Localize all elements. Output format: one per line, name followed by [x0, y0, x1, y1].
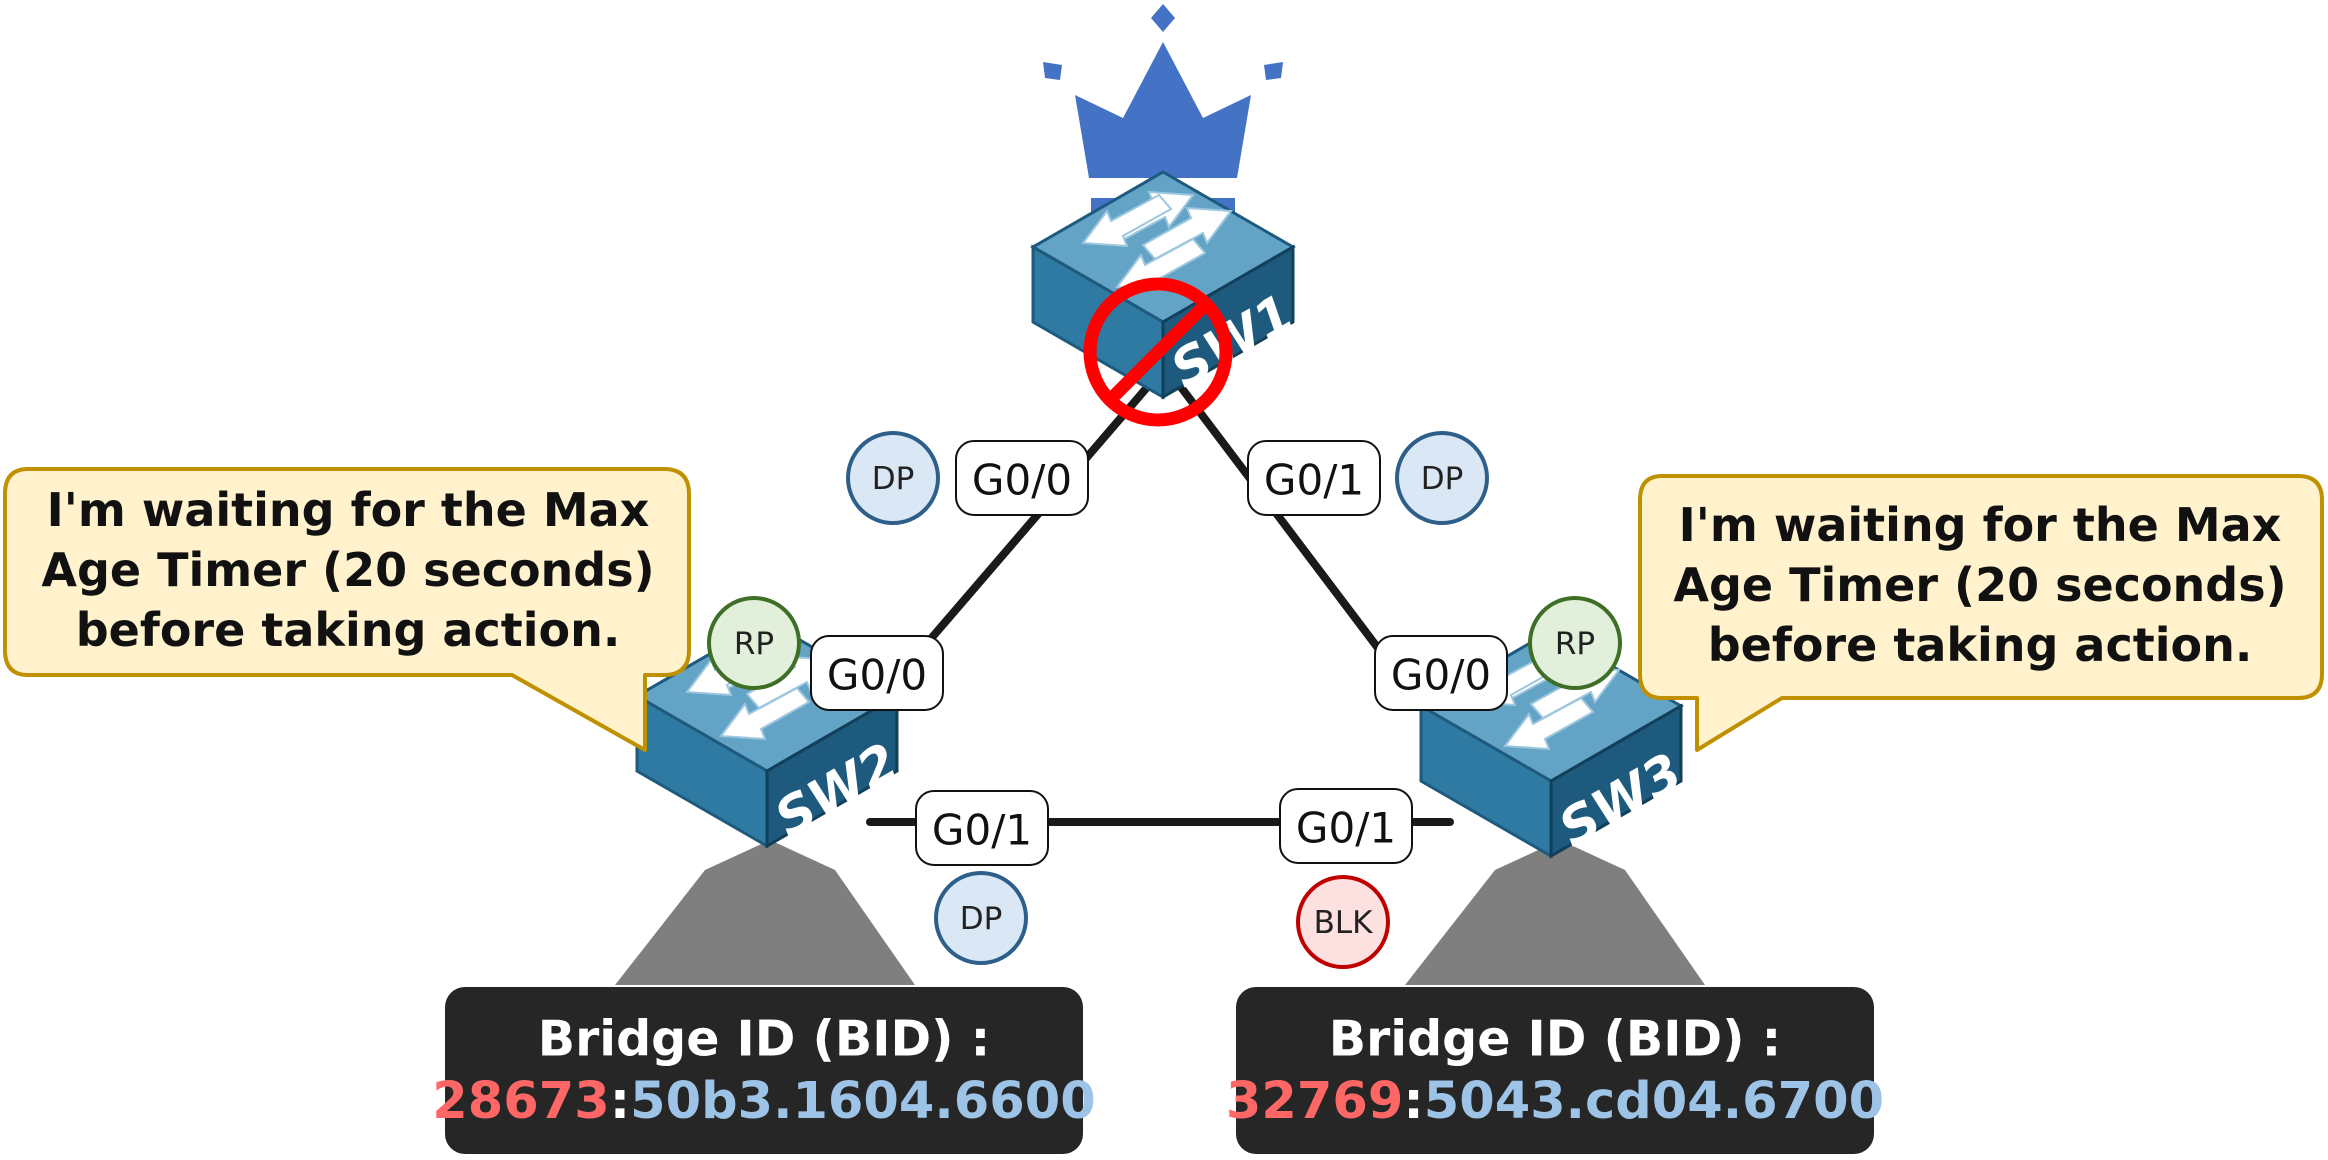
- port-label: G0/0: [827, 651, 927, 700]
- role-label: DP: [1421, 461, 1464, 497]
- bid-box-sw2: Bridge ID (BID) :28673:50b3.1604.6600: [432, 987, 1096, 1154]
- role-badge-sw3-g01: BLK: [1296, 875, 1390, 969]
- port-sw1-g00[interactable]: G0/0: [955, 440, 1089, 516]
- role-label: BLK: [1314, 905, 1374, 941]
- sw3-shadow: [1405, 840, 1705, 985]
- bid-value: 28673:50b3.1604.6600: [432, 1072, 1095, 1131]
- port-sw2-g00[interactable]: G0/0: [810, 635, 944, 711]
- port-label: G0/1: [1296, 804, 1396, 853]
- port-label: G0/1: [1264, 456, 1364, 505]
- sw2-shadow: [615, 840, 915, 985]
- role-label: RP: [734, 626, 774, 662]
- bid-title: Bridge ID (BID) :: [538, 1011, 990, 1068]
- crown-jewel: [1151, 4, 1175, 32]
- bid-title: Bridge ID (BID) :: [1329, 1011, 1781, 1068]
- bubble-line-1: I'm waiting for the Max: [47, 483, 650, 537]
- port-label: G0/0: [1391, 651, 1491, 700]
- bid-separator: :: [610, 1072, 630, 1131]
- bubble-line-3: before taking action.: [76, 603, 621, 657]
- switch-right-face: [765, 693, 899, 849]
- role-badge-sw1-g01: DP: [1395, 431, 1489, 525]
- switch-right-face: [1161, 244, 1295, 400]
- port-sw3-g00[interactable]: G0/0: [1374, 635, 1508, 711]
- role-label: DP: [872, 461, 915, 497]
- role-label: DP: [960, 901, 1003, 937]
- bid-separator: :: [1403, 1072, 1423, 1131]
- bid-value: 32769:5043.cd04.6700: [1226, 1072, 1884, 1131]
- role-label: RP: [1555, 626, 1595, 662]
- role-badge-sw2-g00: RP: [707, 596, 801, 690]
- bid-priority: 32769: [1226, 1072, 1403, 1131]
- port-sw3-g01[interactable]: G0/1: [1279, 788, 1413, 864]
- role-badge-sw1-g00: DP: [846, 431, 940, 525]
- port-sw2-g01[interactable]: G0/1: [915, 790, 1049, 866]
- switch-arrows-icon: [1081, 190, 1233, 292]
- prohibited-icon: [1083, 277, 1233, 427]
- bid-box-sw3: Bridge ID (BID) :32769:5043.cd04.6700: [1226, 987, 1884, 1154]
- bubble-line-1: I'm waiting for the Max: [1679, 498, 2282, 552]
- crown-tip-right: [1264, 62, 1283, 80]
- port-sw1-g01[interactable]: G0/1: [1247, 440, 1381, 516]
- role-badge-sw3-g00: RP: [1528, 596, 1622, 690]
- port-label: G0/0: [972, 456, 1072, 505]
- crown-body: [1075, 42, 1251, 178]
- crown-tip-left: [1043, 62, 1062, 80]
- bubble-line-2: Age Timer (20 seconds): [1673, 558, 2286, 612]
- switch-right-face: [1549, 703, 1683, 859]
- bubble-line-3: before taking action.: [1708, 618, 2253, 672]
- bid-mac: 5043.cd04.6700: [1424, 1072, 1884, 1131]
- port-label: G0/1: [932, 806, 1032, 855]
- bubble-line-2: Age Timer (20 seconds): [41, 543, 654, 597]
- bid-priority: 28673: [432, 1072, 609, 1131]
- role-badge-sw2-g01: DP: [934, 871, 1028, 965]
- bid-mac: 50b3.1604.6600: [630, 1072, 1096, 1131]
